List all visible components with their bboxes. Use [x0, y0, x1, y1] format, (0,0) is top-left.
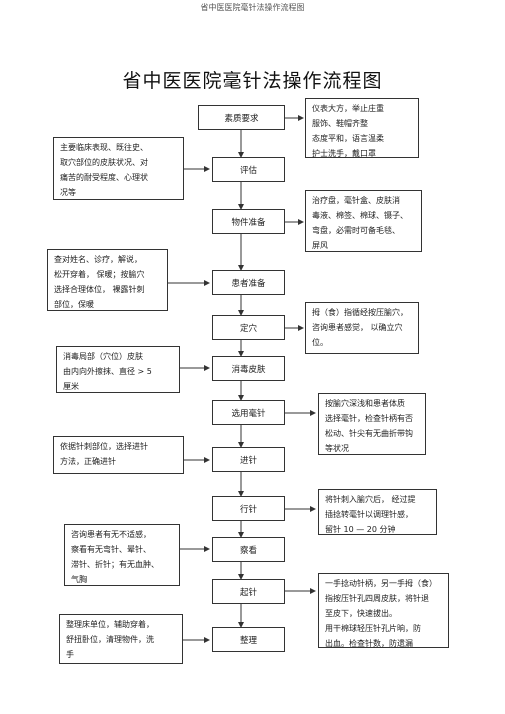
note-huanzhe: 查对姓名、诊疗，解说， 松开穿着， 保暖；按腧穴 选择合理体位， 裸露针刺 部位…: [47, 249, 168, 311]
note-chakan: 咨询患者有无不适感， 察看有无弯针、晕针、 滞针、折针；有无血肿、 气胸: [64, 524, 180, 586]
step-wujian: 物件准备: [212, 209, 285, 234]
note-xiaodu: 消毒局部（穴位）皮肤 由内向外擦抹、直径 > 5 厘米: [56, 346, 180, 393]
step-xingzhen: 行针: [212, 496, 285, 521]
page-title: 省中医医院毫针法操作流程图: [122, 70, 383, 92]
step-huanzhe: 患者准备: [212, 270, 285, 295]
note-xuanyong: 按腧穴深浅和患者体质 选择毫针，检查针柄有否 松动、针尖有无曲折带钩 等状况: [318, 393, 426, 455]
step-suzhi: 素质要求: [198, 105, 285, 130]
note-qizhen: 一手捻动针柄，另一手拇（食） 指按压针孔四周皮肤，将针退 至皮下，快速拔出。 用…: [318, 573, 449, 648]
note-xingzhen: 将针刺入腧穴后， 经过提 插捻转毫针以调理针感， 留针 10 — 20 分钟: [318, 489, 437, 535]
note-pinggu: 主要临床表现、既往史、 取穴部位的皮肤状况、对 痛苦的耐受程度、心理状 况等: [53, 137, 184, 200]
note-suzhi: 仪表大方，举止庄重 服饰、鞋帽齐整 态度平和，语言温柔 护士洗手，戴口罩: [305, 98, 419, 158]
note-zhengli: 整理床单位，辅助穿着， 舒扭卧位，清理物件，洗 手: [59, 614, 183, 664]
step-jinzhen: 进针: [212, 447, 285, 472]
step-pinggu: 评估: [212, 157, 285, 182]
step-chakan: 察看: [212, 537, 285, 562]
note-dingxue: 拇（食）指循经按压腧穴， 咨询患者感觉， 以确立穴 位。: [305, 302, 419, 354]
step-xiaodu: 消毒皮肤: [212, 356, 285, 381]
note-jinzhen: 依据针刺部位，选择进针 方法，正确进针: [53, 436, 184, 474]
page-header: 省中医医院毫针法操作流程图: [200, 3, 305, 12]
step-zhengli: 整理: [212, 627, 285, 652]
step-qizhen: 起针: [212, 579, 285, 604]
note-wujian: 治疗盘，毫针盒、皮肤消 毒液、棉签、棉球、镊子、 弯盘，必需时可备毛毯、 屏风: [305, 190, 422, 252]
step-xuanyong: 选用毫针: [212, 400, 285, 425]
step-dingxue: 定穴: [212, 315, 285, 340]
